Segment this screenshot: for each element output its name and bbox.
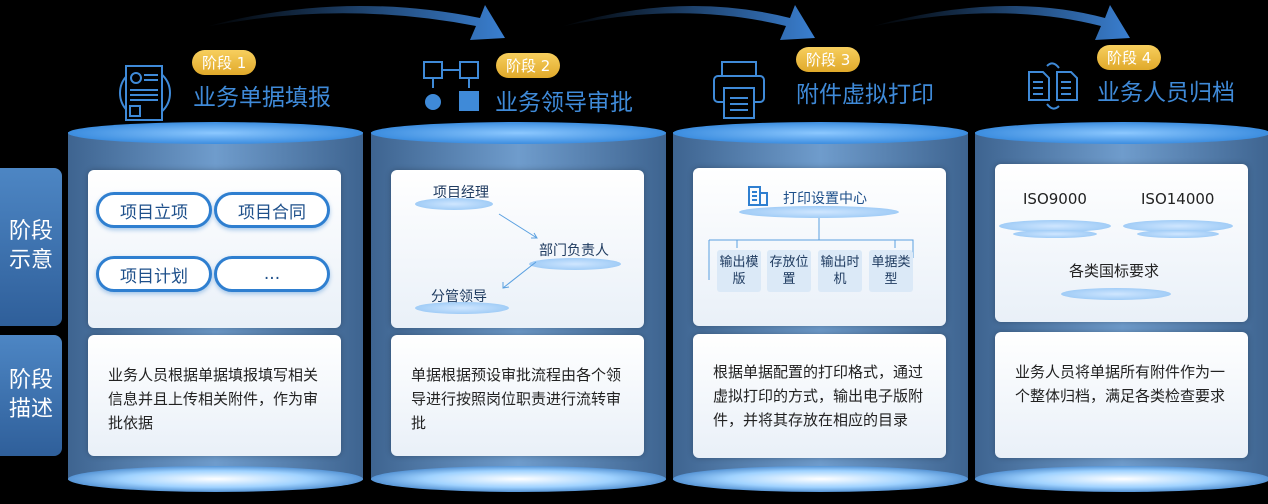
approver-node: 分管领导 (431, 289, 487, 305)
side-label-description: 阶段描述 (0, 335, 62, 456)
item-pill: ... (214, 256, 330, 292)
print-option: 输出时机 (818, 250, 862, 292)
stage-3-diagram: 打印设置中心 输出模版 存放位置 输出时机 单据类型 (693, 168, 946, 326)
stage-3-cylinder: 打印设置中心 输出模版 存放位置 输出时机 单据类型 根据单据配置的打印格式，通… (673, 122, 968, 492)
flow-arrows (205, 5, 1130, 40)
stage-badge: 阶段 1 (192, 50, 257, 75)
stage-2-cylinder: 项目经理 部门负责人 分管领导 单据根据预设审批流程由各个领导进行按照岗位职责进… (371, 122, 666, 492)
arrow-3-4 (870, 5, 1130, 40)
arrow-1-2 (205, 5, 505, 40)
stage-1-diagram: 项目立项 项目合同 项目计划 ... (88, 170, 341, 328)
archive-sync-icon (1028, 62, 1078, 110)
stage-description: 业务人员将单据所有附件作为一个整体归档，满足各类检查要求 (995, 332, 1248, 458)
stage-4-cylinder: ISO9000 ISO14000 各类国标要求 业务人员将单据所有附件作为一个整… (975, 122, 1268, 492)
side-label-text: 阶段示意 (8, 219, 53, 273)
stage-title: 业务人员归档 (1097, 80, 1235, 106)
workflow-icon (423, 61, 479, 111)
standard-label: 各类国标要求 (1069, 262, 1160, 280)
print-option: 存放位置 (767, 250, 811, 292)
approver-node: 项目经理 (433, 185, 489, 201)
item-pill: 项目计划 (96, 256, 212, 292)
stage-1-cylinder: 项目立项 项目合同 项目计划 ... 业务人员根据单据填报填写相关信息并且上传相… (68, 122, 363, 492)
stage-description: 根据单据配置的打印格式，通过虚拟打印的方式，输出电子版附件，并将其存放在相应的目… (693, 334, 946, 458)
stage-4-diagram: ISO9000 ISO14000 各类国标要求 (995, 164, 1248, 322)
item-pill: 项目合同 (214, 192, 330, 228)
tree-connector (708, 218, 914, 280)
print-option: 输出模版 (717, 250, 761, 292)
form-document-icon (119, 65, 171, 121)
approver-node: 部门负责人 (539, 243, 609, 259)
standard-label: ISO14000 (1141, 190, 1215, 208)
arrow-2-3 (560, 5, 815, 40)
building-icon (748, 186, 768, 206)
stage-badge: 阶段 4 (1097, 45, 1162, 70)
stage-title: 业务单据填报 (193, 85, 331, 111)
stage-description: 单据根据预设审批流程由各个领导进行按照岗位职责进行流转审批 (391, 335, 644, 456)
standard-label: ISO9000 (1023, 190, 1087, 208)
item-pill: 项目立项 (96, 192, 212, 228)
stage-badge: 阶段 3 (796, 47, 861, 72)
stage-2-diagram: 项目经理 部门负责人 分管领导 (391, 170, 644, 328)
stage-badge: 阶段 2 (496, 53, 561, 78)
stage-title: 业务领导审批 (495, 90, 633, 116)
stage-title: 附件虚拟打印 (796, 82, 934, 108)
side-label-diagram: 阶段示意 (0, 168, 62, 326)
side-label-text: 阶段描述 (8, 367, 53, 422)
printer-icon (713, 61, 765, 119)
print-center-label: 打印设置中心 (783, 191, 867, 207)
print-option: 单据类型 (869, 250, 913, 292)
stage-description: 业务人员根据单据填报填写相关信息并且上传相关附件，作为审批依据 (88, 335, 341, 456)
flow-arrow-icon (498, 213, 538, 289)
